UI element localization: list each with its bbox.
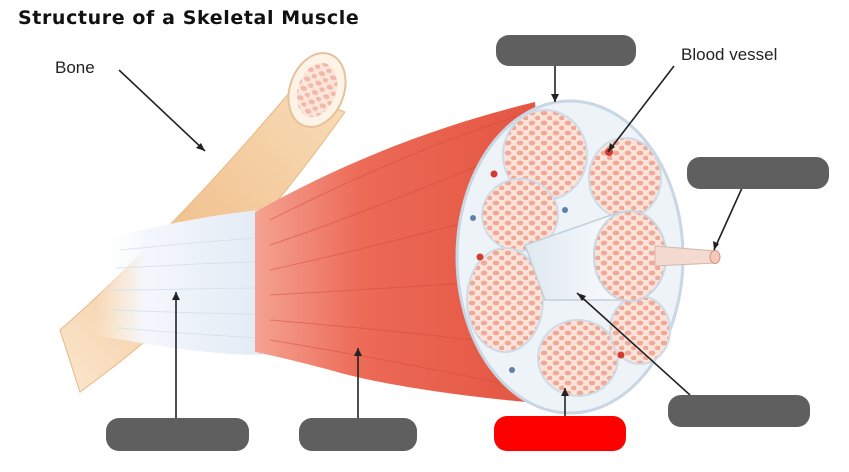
tendon-shape bbox=[95, 210, 262, 355]
blank-label-bottom-left[interactable] bbox=[106, 418, 249, 451]
bone-label: Bone bbox=[55, 58, 95, 78]
blank-label-top[interactable] bbox=[496, 35, 636, 66]
blank-label-bottom-middle[interactable] bbox=[299, 418, 417, 451]
blank-label-right-lower[interactable] bbox=[668, 395, 810, 427]
blank-label-right-upper[interactable] bbox=[687, 157, 829, 189]
blood-vessel-label: Blood vessel bbox=[681, 45, 777, 65]
blank-label-bottom-highlighted[interactable] bbox=[494, 416, 626, 451]
